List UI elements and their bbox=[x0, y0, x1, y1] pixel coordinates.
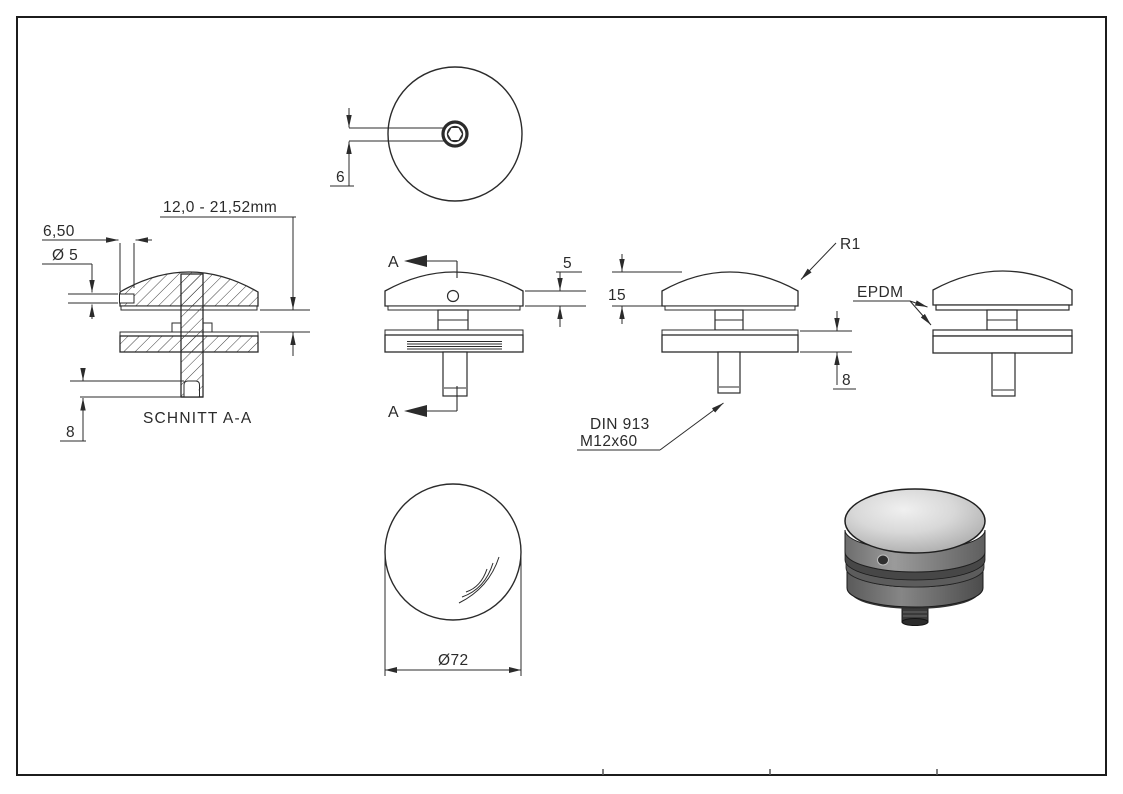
dim-6-label: 6 bbox=[336, 169, 345, 186]
material-disc bbox=[932, 335, 1073, 354]
side-disc bbox=[661, 334, 799, 353]
cut-letter-top: A bbox=[388, 254, 399, 271]
front-stud bbox=[442, 351, 468, 397]
bottom-view-outline bbox=[384, 483, 522, 621]
material-gasket-top bbox=[935, 304, 1070, 311]
render-dome bbox=[844, 488, 986, 554]
side-gasket-bottom bbox=[661, 329, 799, 336]
dim-8-section-label: 8 bbox=[66, 424, 75, 441]
material-gasket-bottom bbox=[932, 329, 1073, 337]
section-dim-d5 bbox=[42, 263, 118, 319]
frame-fold-marks bbox=[602, 769, 938, 775]
hex-socket-hex bbox=[446, 126, 464, 142]
section-boss-right bbox=[202, 322, 213, 333]
section-stem bbox=[180, 273, 204, 398]
drawing-frame bbox=[16, 16, 1107, 776]
bottom-view-highlight-arcs bbox=[458, 556, 500, 604]
material-view: EPDM bbox=[853, 270, 1073, 397]
section-side-hole bbox=[119, 293, 135, 304]
front-disc-stripes bbox=[407, 341, 502, 350]
section-socket-outline bbox=[183, 380, 200, 397]
side-stud bbox=[717, 351, 741, 394]
hex-socket-circle bbox=[446, 125, 464, 143]
material-cap bbox=[932, 270, 1073, 306]
front-gasket-top bbox=[387, 305, 521, 311]
r1-leader bbox=[800, 242, 837, 280]
front-cap bbox=[384, 271, 524, 307]
section-boss-left bbox=[171, 322, 182, 333]
render-3d bbox=[844, 488, 986, 626]
front-gasket-bottom bbox=[384, 329, 524, 336]
hex-socket-ring bbox=[441, 120, 469, 148]
epdm-callout bbox=[853, 300, 932, 326]
material-stud bbox=[991, 352, 1016, 397]
dim-15-label: 15 bbox=[608, 287, 626, 304]
section-dim-8 bbox=[60, 368, 184, 442]
side-dim-8 bbox=[800, 311, 856, 390]
section-dim-glass-range bbox=[160, 216, 310, 356]
top-view-dimension-6 bbox=[330, 108, 444, 187]
section-socket-fill bbox=[184, 381, 199, 397]
dim-650-label: 6,50 bbox=[43, 223, 75, 240]
bottom-view: Ø72 bbox=[384, 483, 522, 676]
render-stud-end bbox=[901, 618, 929, 626]
dim-glass-range-label: 12,0 - 21,52mm bbox=[163, 199, 277, 216]
top-view: 6 bbox=[330, 66, 523, 202]
dim-d72-label: Ø72 bbox=[438, 652, 469, 669]
front-view: A A 5 bbox=[384, 254, 586, 421]
section-caption: SCHNITT A-A bbox=[143, 410, 252, 427]
top-view-outline bbox=[387, 66, 523, 202]
section-dim-650 bbox=[42, 237, 152, 291]
front-cut-line bbox=[404, 255, 458, 417]
section-view: 12,0 - 21,52mm 6,50 Ø 5 8 SCHNITT A-A bbox=[42, 199, 310, 442]
din-size-label: M12x60 bbox=[580, 433, 638, 450]
cut-letter-bottom: A bbox=[388, 404, 399, 421]
side-cap bbox=[661, 271, 799, 307]
din-norm-label: DIN 913 bbox=[590, 416, 650, 433]
dim-5-label: 5 bbox=[563, 255, 572, 272]
bottom-dim-d72 bbox=[384, 554, 522, 676]
dim-8-side-label: 8 bbox=[842, 372, 851, 389]
side-gasket-top bbox=[664, 305, 796, 311]
epdm-label: EPDM bbox=[857, 284, 903, 301]
side-dim-15 bbox=[612, 254, 682, 324]
front-side-hole bbox=[446, 289, 460, 303]
front-dim-5 bbox=[525, 271, 586, 327]
dim-r1-label: R1 bbox=[840, 236, 861, 253]
dim-d5-label: Ø 5 bbox=[52, 247, 78, 264]
din-callout bbox=[577, 402, 724, 451]
side-view: R1 15 8 DIN 913 M12x60 bbox=[577, 236, 861, 451]
render-side-hole bbox=[877, 554, 889, 566]
